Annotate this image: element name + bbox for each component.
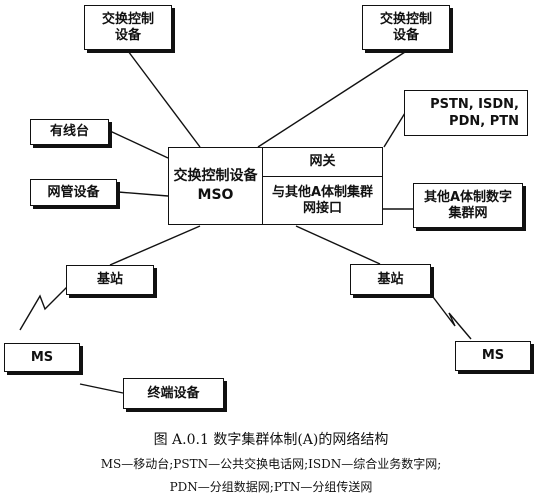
link-ctrl-left	[127, 50, 201, 148]
link-pstn	[383, 112, 406, 148]
exchange-control-left-box: 交换控制 设备	[84, 5, 172, 50]
gateway-box: 网关	[262, 147, 383, 177]
base-station-right-box: 基站	[350, 264, 431, 295]
gateway-label: 网关	[309, 154, 336, 169]
other-network-box: 其他A体制数字 集群网	[413, 183, 523, 228]
ms-left-label: MS	[30, 349, 54, 365]
figure-caption-title: 图 A.0.1 数字集群体制(A)的网络结构	[153, 432, 389, 448]
exchange-control-right-box: 交换控制 设备	[362, 5, 450, 50]
base-station-right-label: 基站	[377, 271, 404, 287]
dispatcher-box: 有线台	[30, 119, 109, 145]
network-mgmt-label: 网管设备	[47, 184, 100, 200]
mso-line2: MSO	[197, 187, 234, 203]
exchange-control-right-line1: 交换控制	[379, 11, 432, 27]
ms-right-label: MS	[481, 348, 505, 363]
ms-left-box: MS	[4, 343, 80, 372]
network-mgmt-box: 网管设备	[30, 179, 117, 206]
radio-link-left	[19, 286, 68, 331]
pstn-isdn-pdn-ptn-box: PSTN, ISDN, PDN, PTN	[404, 90, 528, 136]
cluster-interface-line2: 网接口	[302, 200, 342, 216]
figure-caption-legend-line1: MS—移动台;PSTN—公共交换电话网;ISDN—综合业务数字网;	[100, 457, 442, 471]
other-network-line2: 集群网	[448, 205, 488, 221]
terminal-label: 终端设备	[147, 385, 200, 401]
mso-line1: 交换控制设备	[173, 168, 258, 184]
link-network-mgmt	[117, 191, 169, 197]
terminal-box: 终端设备	[123, 378, 224, 409]
base-station-left-box: 基站	[66, 265, 154, 295]
cluster-interface-box: 与其他A体制集群 网接口	[262, 176, 383, 225]
ms-right-box: MS	[455, 341, 531, 371]
link-base-left	[109, 225, 201, 266]
exchange-control-left-line2: 设备	[114, 27, 141, 43]
link-base-right	[295, 225, 381, 265]
exchange-control-left-line1: 交换控制	[101, 11, 154, 27]
mso-box: 交换控制设备 MSO	[168, 147, 263, 225]
radio-link-right	[429, 292, 472, 340]
link-dispatcher	[109, 130, 169, 159]
pstn-line1: PSTN, ISDN,	[430, 97, 519, 112]
exchange-control-right-line2: 设备	[392, 27, 419, 43]
dispatcher-label: 有线台	[49, 124, 89, 139]
link-ctrl-right	[257, 51, 406, 148]
other-network-line1: 其他A体制数字	[423, 189, 513, 205]
link-terminal	[79, 383, 124, 394]
base-station-left-label: 基站	[96, 272, 123, 287]
figure-caption-legend-line2: PDN—分组数据网;PTN—分组传送网	[169, 480, 373, 494]
cluster-interface-line1: 与其他A体制集群	[271, 184, 374, 200]
pstn-line2: PDN, PTN	[449, 114, 519, 129]
